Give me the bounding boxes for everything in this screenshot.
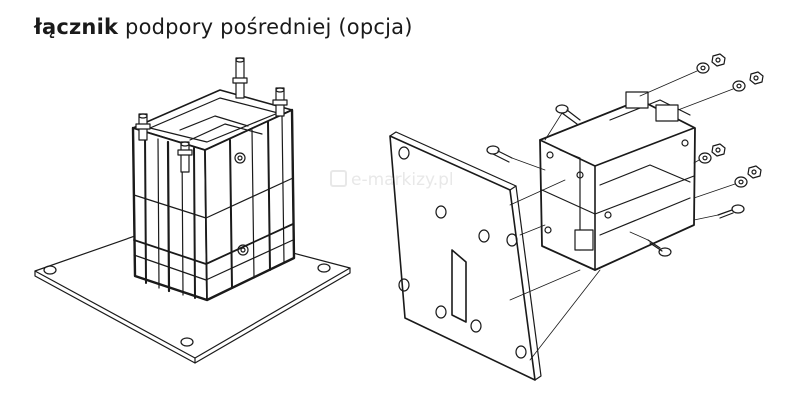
washer [732,80,746,92]
washer [734,176,748,188]
mounting-plate [389,131,542,381]
nut [711,143,726,157]
washer [698,152,712,164]
watermark: e-markizy.pl [330,170,454,190]
title-bold: łącznik [34,15,119,39]
stud [232,57,248,99]
watermark-logo-icon [330,170,347,187]
left-assembly [34,57,351,364]
washer [696,62,710,74]
watermark-text: e-markizy.pl [351,170,454,190]
nut [711,53,726,67]
stud [272,87,288,117]
title-rest: podpory pośredniej (opcja) [125,15,413,39]
nut [747,165,762,179]
stud [177,141,193,173]
screw [693,204,745,221]
right-assembly [389,53,764,381]
screw [486,145,546,171]
nut [749,71,764,85]
connector-side [509,91,696,361]
screw [629,231,672,257]
stud [135,113,151,141]
connector-body [131,57,296,302]
page-title: łącznik podpory pośredniej (opcja) [34,15,413,39]
screw [544,104,581,141]
